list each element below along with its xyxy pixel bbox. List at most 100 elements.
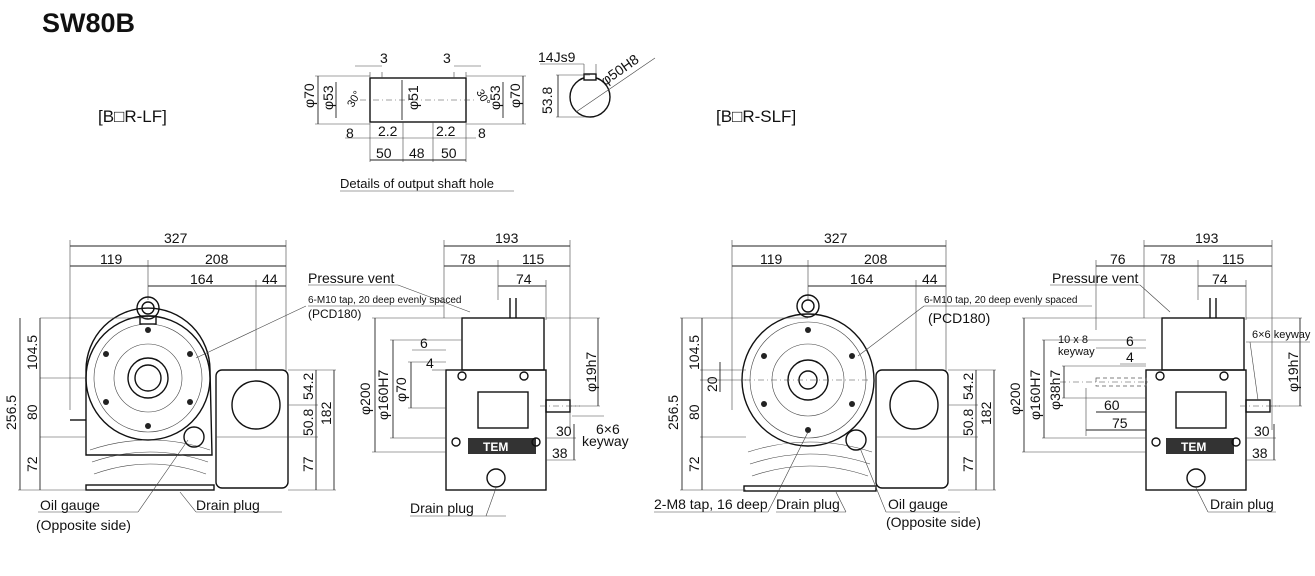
label-sl-pressure-vent: Pressure vent xyxy=(308,270,394,286)
dim-fr-50: 50.8 xyxy=(960,409,976,436)
dim-sr-78: 78 xyxy=(1160,251,1176,267)
shaft-hole-detail: 3 3 φ70 φ53 30° φ51 30° φ53 φ70 8 8 2.2 … xyxy=(301,49,656,192)
dim-sr-30: 30 xyxy=(1254,423,1270,439)
label-fl-drain: Drain plug xyxy=(196,497,260,513)
dim-fl-182: 182 xyxy=(318,401,334,425)
label-sr-drain: Drain plug xyxy=(1210,496,1274,512)
model-title: SW80B xyxy=(42,8,135,38)
dim-fr-164: 164 xyxy=(850,271,874,287)
label-fr-oil-gauge: Oil gauge xyxy=(888,496,948,512)
dim-sr-d160: φ160H7 xyxy=(1027,369,1043,420)
dim-sl-38: 38 xyxy=(552,445,568,461)
dim-sr-6: 6 xyxy=(1126,333,1134,349)
dim-shaft-w48: 48 xyxy=(409,145,425,161)
dim-fl-104: 104.5 xyxy=(24,335,40,370)
dim-fr-104: 104.5 xyxy=(686,335,702,370)
brand-logo-right: TEM xyxy=(1181,440,1206,454)
dim-shaft-w50-right: 50 xyxy=(441,145,457,161)
dim-fr-208: 208 xyxy=(864,251,888,267)
dim-fr-54: 54.2 xyxy=(960,373,976,400)
dim-sl-6: 6 xyxy=(420,335,428,351)
shaft-detail-caption: Details of output shaft hole xyxy=(340,176,494,191)
label-sr-pcd: (PCD180) xyxy=(928,310,990,326)
dim-fr-80: 80 xyxy=(686,404,702,420)
dim-sr-keyway: keyway xyxy=(1058,346,1095,358)
dim-fr-327: 327 xyxy=(824,230,848,246)
dim-sr-115: 115 xyxy=(1222,251,1245,267)
dim-shaft-top-left: 3 xyxy=(380,50,388,66)
dim-sl-d19: φ19h7 xyxy=(583,352,599,392)
brand-logo-left: TEM xyxy=(483,440,508,454)
variant-label-right: [B□R-SLF] xyxy=(716,107,796,126)
dim-fl-164: 164 xyxy=(190,271,214,287)
variant-label-left: [B□R-LF] xyxy=(98,107,167,126)
dim-fr-256: 256.5 xyxy=(665,395,681,430)
dim-sr-193: 193 xyxy=(1195,230,1219,246)
label-fl-opposite: (Opposite side) xyxy=(36,517,131,533)
label-fr-opposite: (Opposite side) xyxy=(886,514,981,530)
dim-sr-d200: φ200 xyxy=(1007,382,1023,415)
dim-sl-193: 193 xyxy=(495,230,519,246)
dim-fr-119: 119 xyxy=(760,251,783,267)
dim-shaft-top-right: 3 xyxy=(443,50,451,66)
dim-sr-d38: φ38h7 xyxy=(1047,370,1063,410)
dim-shaft-chamfer-left: 8 xyxy=(346,125,354,141)
label-sl-drain: Drain plug xyxy=(410,500,474,516)
dim-sr-10x8: 10 x 8 xyxy=(1058,334,1088,346)
dim-sr-75: 75 xyxy=(1112,415,1128,431)
dim-shaft-d53-right: φ53 xyxy=(487,85,503,110)
dim-fl-327: 327 xyxy=(164,230,188,246)
dim-sl-d200: φ200 xyxy=(357,382,373,415)
dim-sr-6x6-keyway: 6×6 keyway xyxy=(1252,329,1311,341)
dim-sr-38: 38 xyxy=(1252,445,1268,461)
label-sr-pressure-vent: Pressure vent xyxy=(1052,270,1138,286)
label-fl-oil-gauge: Oil gauge xyxy=(40,497,100,513)
dim-shaft-gap-left: 2.2 xyxy=(378,123,398,139)
dim-sr-60: 60 xyxy=(1104,397,1120,413)
dim-shaft-gap-right: 2.2 xyxy=(436,123,456,139)
front-view-right: 327 119 208 164 44 256.5 xyxy=(654,230,996,530)
dim-shaft-d70-right: φ70 xyxy=(507,83,523,108)
dim-fl-50: 50.8 xyxy=(300,409,316,436)
dim-shaft-d51: φ51 xyxy=(405,85,421,110)
dim-sl-keyway: keyway xyxy=(582,433,629,449)
label-sl-pcd: (PCD180) xyxy=(308,307,361,321)
dim-sr-74: 74 xyxy=(1212,271,1228,287)
dim-fl-44: 44 xyxy=(262,271,278,287)
dim-sr-d19: φ19h7 xyxy=(1285,352,1301,392)
dim-sr-4: 4 xyxy=(1126,349,1134,365)
dim-fr-72: 72 xyxy=(686,456,702,472)
dim-shaft-chamfer-right: 8 xyxy=(478,125,486,141)
label-fr-tap2: 2-M8 tap, 16 deep xyxy=(654,496,768,512)
dim-fl-54: 54.2 xyxy=(300,373,316,400)
dim-fl-80: 80 xyxy=(24,404,40,420)
dim-fl-72: 72 xyxy=(24,456,40,472)
dim-shaft-angle-left: 30° xyxy=(345,89,364,109)
dim-sl-74: 74 xyxy=(516,271,532,287)
dim-sl-d160: φ160H7 xyxy=(375,369,391,420)
dim-fl-256: 256.5 xyxy=(3,395,19,430)
front-view-left: 327 119 208 164 44 xyxy=(3,230,336,533)
label-sr-tap: 6-M10 tap, 20 deep evenly spaced xyxy=(924,295,1077,306)
dim-fl-77: 77 xyxy=(300,456,316,472)
dim-fl-208: 208 xyxy=(205,251,229,267)
dim-sl-30: 30 xyxy=(556,423,572,439)
side-view-left: 193 78 115 74 TEM φ200 φ160H7 φ70 6 4 xyxy=(195,230,629,517)
dim-shaft-d53-left: φ53 xyxy=(320,85,336,110)
dim-shaft-w50-left: 50 xyxy=(376,145,392,161)
dim-fl-119: 119 xyxy=(100,251,123,267)
dim-shaft-d70-left: φ70 xyxy=(301,83,317,108)
dim-sl-115: 115 xyxy=(522,251,545,267)
label-sl-tap: 6-M10 tap, 20 deep evenly spaced xyxy=(308,295,461,306)
dim-sl-4: 4 xyxy=(426,355,434,371)
dim-fr-182: 182 xyxy=(978,401,994,425)
label-fr-drain: Drain plug xyxy=(776,496,840,512)
dim-key-depth: 53.8 xyxy=(539,87,555,114)
dim-fr-20: 20 xyxy=(704,376,720,392)
dim-key-js: 14Js9 xyxy=(538,49,576,65)
dim-sl-78: 78 xyxy=(460,251,476,267)
dim-key-bore: φ50H8 xyxy=(598,51,642,89)
dim-sl-d70: φ70 xyxy=(393,377,409,402)
